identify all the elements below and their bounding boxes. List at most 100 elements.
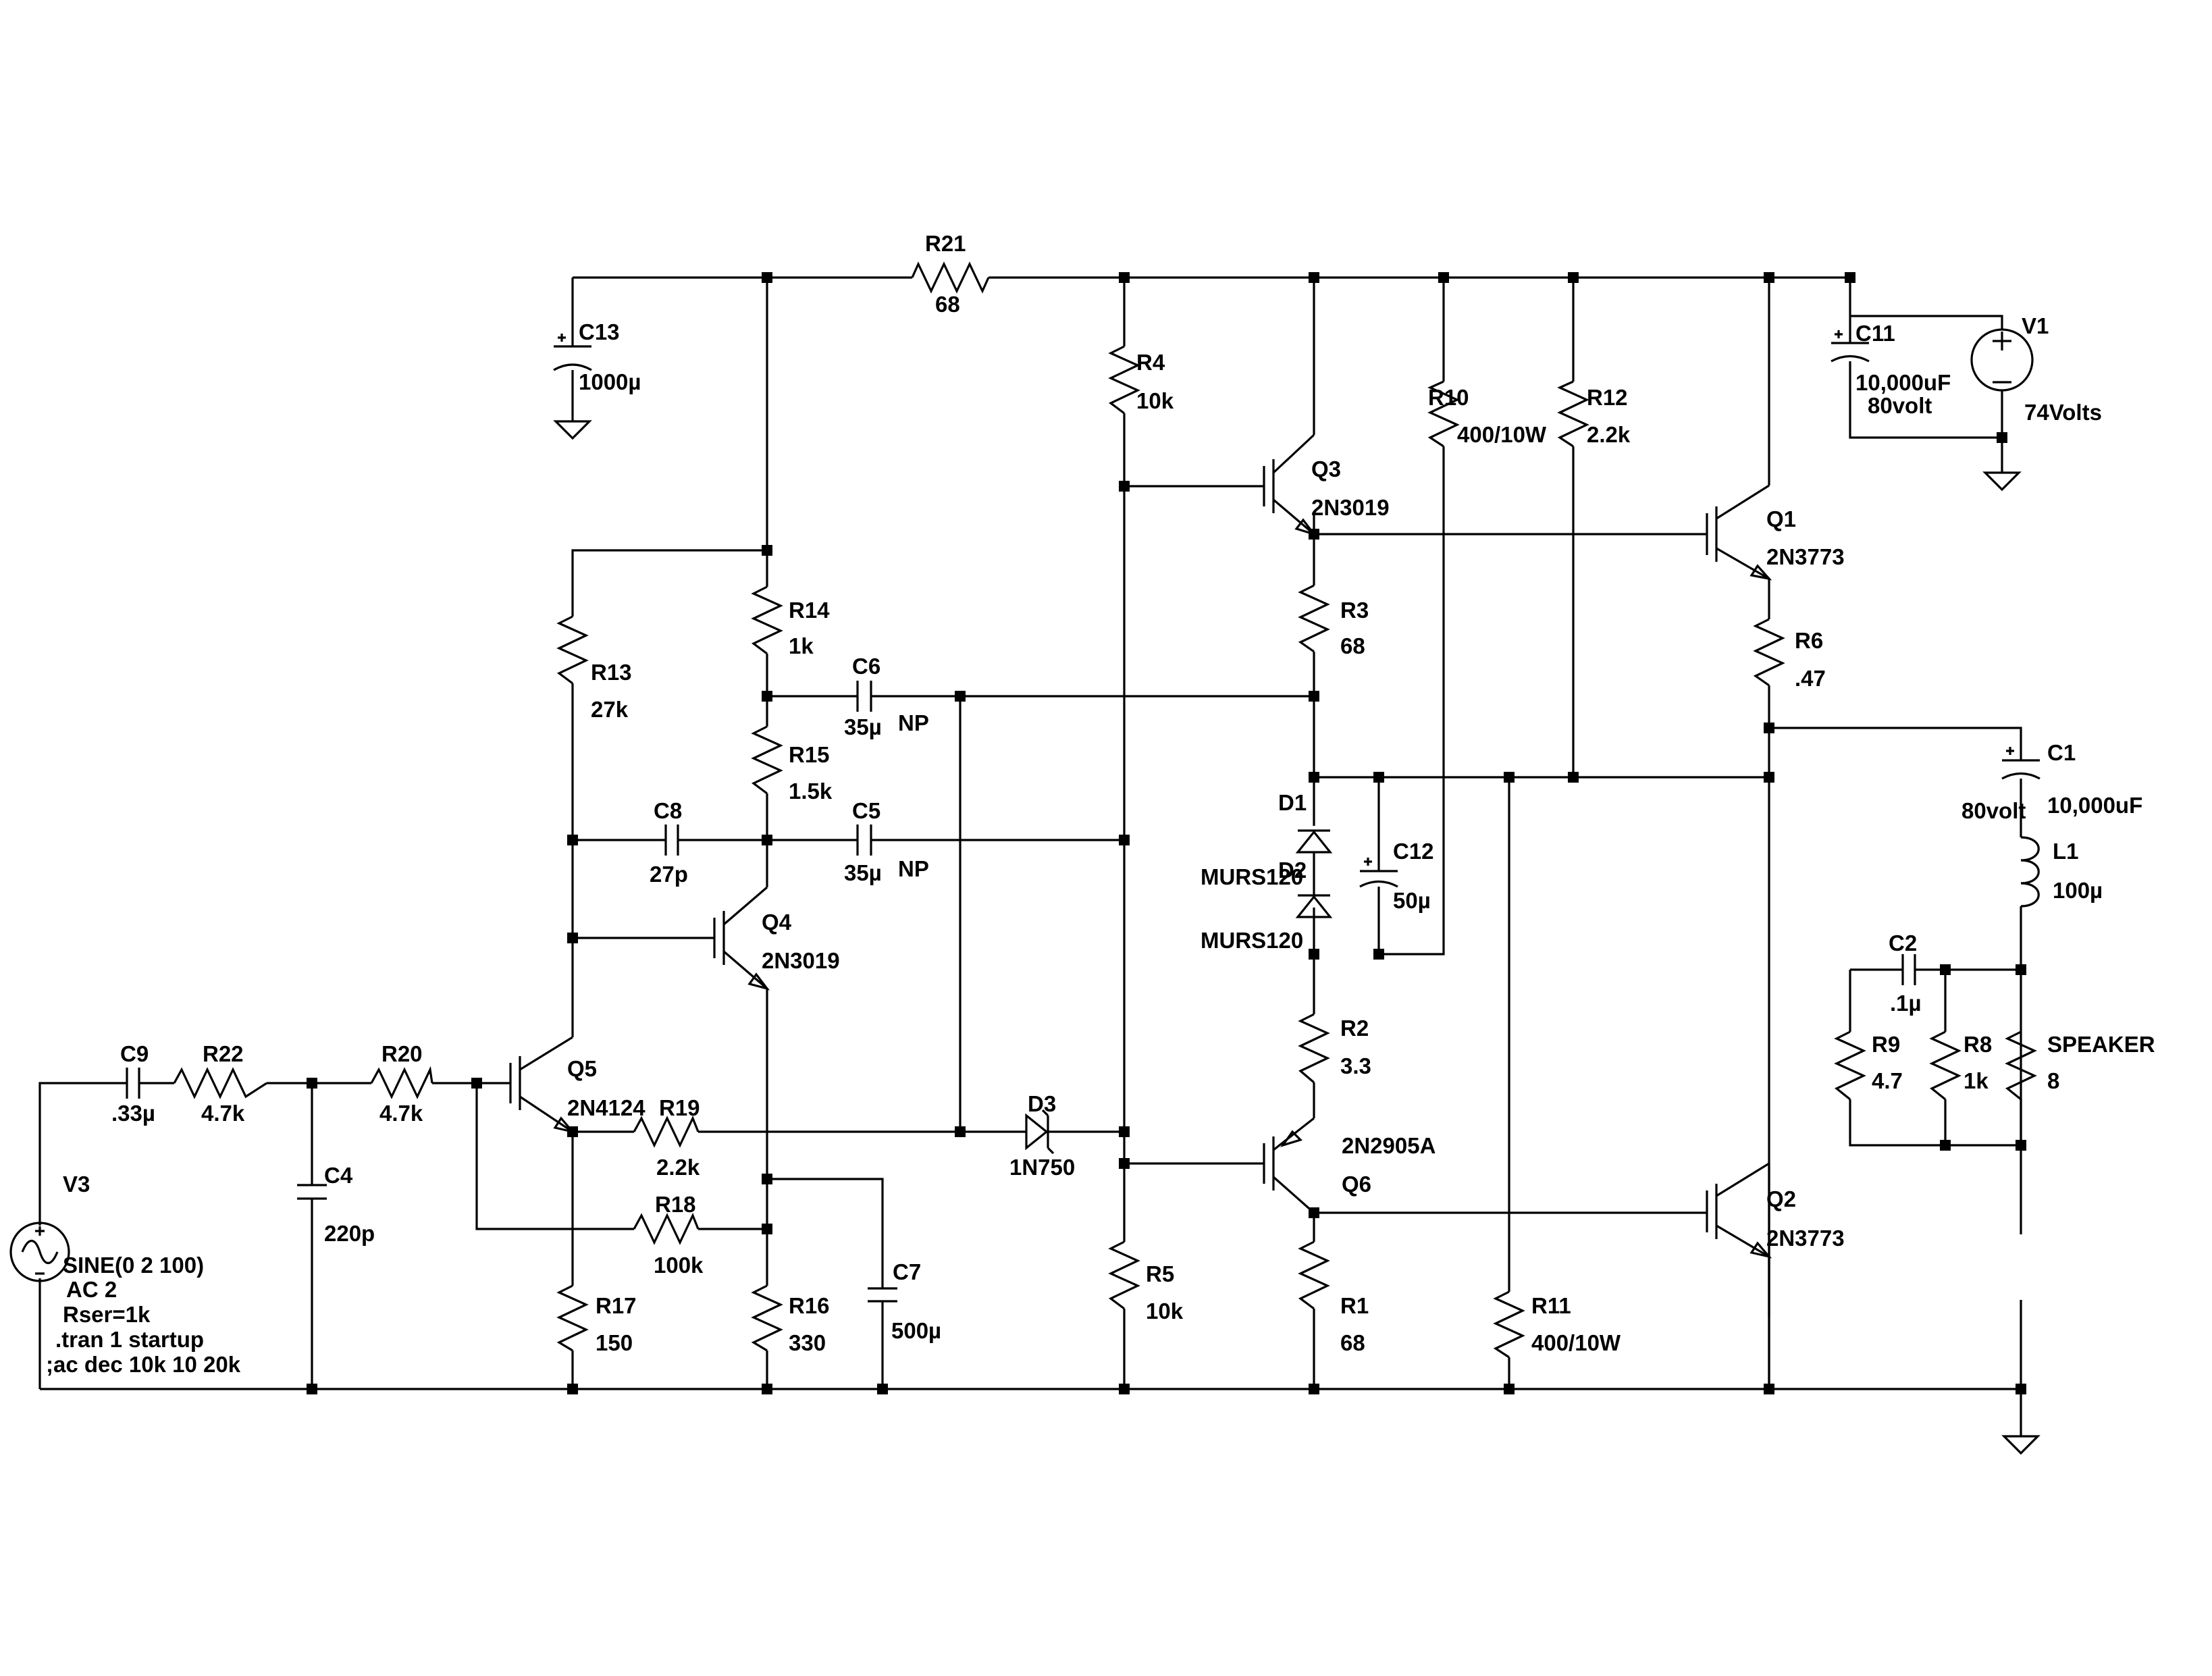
label-r10: R10 [1428, 385, 1469, 410]
resistor-r11 [1493, 1290, 1525, 1359]
value-r16: 330 [789, 1330, 826, 1355]
capacitor-c4 [297, 1180, 327, 1204]
resistor-r5 [1108, 1240, 1140, 1310]
spice-directive-2: ;ac dec 10k 10 20k [46, 1352, 241, 1377]
value-r10: 400/10W [1457, 422, 1547, 447]
transistor-q6 [1263, 1117, 1315, 1214]
label-l1: L1 [2053, 839, 2079, 864]
capacitor-c13 [553, 334, 592, 371]
value-c1: 10,000uF [2047, 793, 2142, 818]
label-c5: C5 [852, 798, 880, 823]
ground-symbols [553, 420, 2040, 1455]
resistor-r6 [1753, 618, 1785, 687]
value-r12: 2.2k [1587, 422, 1631, 447]
value-r3: 68 [1340, 633, 1365, 658]
label-r5: R5 [1146, 1261, 1174, 1286]
source-spec-line-2: AC 2 [66, 1277, 117, 1302]
label-c7: C7 [893, 1259, 921, 1284]
label-c12: C12 [1393, 839, 1434, 864]
value-r8: 1k [1964, 1068, 1989, 1093]
resistor-r21 [911, 261, 990, 294]
diodes [1025, 829, 1333, 1155]
value-q2: 2N3773 [1766, 1226, 1845, 1251]
value-r2: 3.3 [1340, 1053, 1371, 1078]
value-c13: 1000µ [579, 369, 641, 394]
label-c4: C4 [324, 1163, 353, 1188]
label-r18: R18 [655, 1192, 696, 1217]
source-v1 [1970, 328, 2034, 392]
resistor-r3 [1298, 584, 1330, 653]
label-c8: C8 [654, 798, 682, 823]
transistor-q2 [1706, 1162, 1772, 1389]
resistor-r15 [751, 725, 783, 795]
junction-dots [307, 272, 2026, 1394]
value-l1: 100µ [2053, 878, 2103, 903]
label-r4: R4 [1136, 350, 1165, 375]
capacitor-c5 [848, 824, 880, 856]
label-q4: Q4 [762, 910, 792, 935]
resistors [173, 261, 2037, 1359]
label-r17: R17 [596, 1293, 637, 1318]
label-r2: R2 [1340, 1016, 1369, 1041]
resistor-r4 [1108, 345, 1140, 415]
value-c7: 500µ [891, 1318, 941, 1343]
value-r1: 68 [1340, 1330, 1365, 1355]
value-r6: .47 [1795, 666, 1826, 691]
ground-v1 [1982, 471, 2022, 492]
value-c9: .33µ [111, 1101, 155, 1126]
capacitor-c9 [122, 1068, 144, 1099]
value-c12: 50µ [1393, 888, 1431, 913]
label-c2: C2 [1889, 931, 1917, 955]
ground-c13 [553, 420, 592, 440]
label-r20: R20 [381, 1041, 423, 1066]
value-r20: 4.7k [379, 1101, 423, 1126]
label-c1: C1 [2047, 740, 2076, 765]
value-c11: 10,000uF [1855, 370, 1951, 395]
capacitors [122, 318, 2040, 1307]
value2-c1: 80volt [1961, 798, 2026, 823]
value-d3: 1N750 [1009, 1155, 1075, 1180]
value-r5: 10k [1146, 1299, 1184, 1324]
label-q1: Q1 [1766, 506, 1796, 531]
label-q2: Q2 [1766, 1186, 1796, 1211]
resistor-r9 [1834, 1030, 1866, 1101]
label-q6: Q6 [1342, 1172, 1371, 1197]
capacitor-c8 [660, 824, 683, 856]
value-r21: 68 [935, 292, 960, 317]
value-r14: 1k [789, 633, 814, 658]
label-q3: Q3 [1311, 456, 1341, 481]
label-r22: R22 [203, 1041, 244, 1066]
label-d1: D1 [1278, 790, 1307, 815]
value-c8: 27p [650, 862, 688, 887]
capacitor-c2 [1897, 954, 1920, 985]
label-c9: C9 [120, 1041, 149, 1066]
label-r1: R1 [1340, 1293, 1369, 1318]
value-d2: MURS120 [1201, 928, 1303, 953]
value-r9: 4.7 [1872, 1068, 1903, 1093]
label-r16: R16 [789, 1293, 830, 1318]
label-r6: R6 [1795, 628, 1823, 653]
capacitor-c6 [848, 681, 880, 712]
resistor-r22 [173, 1067, 267, 1099]
transistor-q4 [713, 886, 770, 991]
source-spec-line-3: Rser=1k [63, 1302, 151, 1327]
inductor-l1 [2020, 836, 2040, 908]
value-c5: 35µ [844, 860, 882, 885]
wires [38, 276, 2022, 1436]
transistors [509, 434, 1772, 1389]
resistor-r13 [556, 615, 589, 685]
label-r3: R3 [1340, 598, 1369, 623]
label-r13: R13 [591, 660, 632, 685]
component-labels: R21 68 C13 1000µ R4 10k R10 400/10W R12 … [46, 231, 2155, 1377]
value-q5: 2N4124 [567, 1095, 646, 1120]
capacitor-c12 [1359, 858, 1398, 888]
label-r12: R12 [1587, 385, 1628, 410]
value-q3: 2N3019 [1311, 495, 1390, 520]
value-r22: 4.7k [201, 1101, 245, 1126]
label-c6: C6 [852, 654, 880, 679]
source-spec-line-1: SINE(0 2 100) [63, 1253, 204, 1278]
label-d2: D2 [1278, 858, 1307, 883]
value-c6: 35µ [844, 714, 882, 739]
